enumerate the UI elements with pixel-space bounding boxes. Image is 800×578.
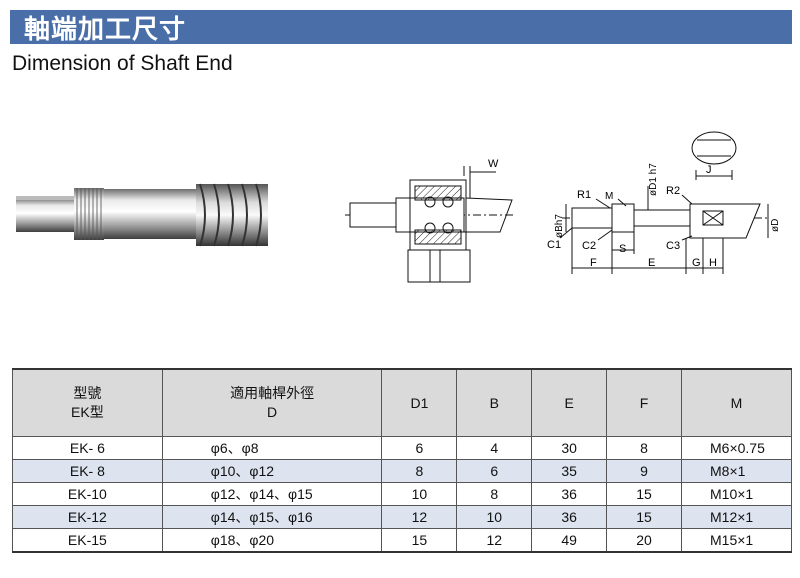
header-d1: D1 <box>381 368 458 437</box>
shaft-photo <box>16 183 268 247</box>
cell-f: 20 <box>606 528 682 553</box>
label-D: øD <box>770 219 781 232</box>
cell-d1: 6 <box>381 436 458 460</box>
cell-shaft: φ6、φ8 <box>161 436 383 460</box>
cell-e: 30 <box>531 436 608 460</box>
cell-model: EK- 6 <box>12 436 163 460</box>
header-f: F <box>606 368 682 437</box>
cell-m: M8×1 <box>681 459 792 483</box>
cell-f: 15 <box>606 505 682 529</box>
label-C1: C1 <box>547 239 561 251</box>
table-row: EK-15 φ18、φ20 15 12 49 20 M15×1 <box>12 528 792 553</box>
label-Bh7: øBh7 <box>554 214 565 238</box>
label-W: W <box>488 158 499 170</box>
cell-shaft: φ14、φ15、φ16 <box>161 505 383 529</box>
header-b: B <box>456 368 533 437</box>
table-row: EK- 6 φ6、φ8 6 4 30 8 M6×0.75 <box>12 436 792 460</box>
cell-shaft: φ18、φ20 <box>161 528 383 553</box>
cell-e: 49 <box>531 528 608 553</box>
label-J: J <box>706 164 712 176</box>
cell-d1: 8 <box>381 459 458 483</box>
cell-b: 12 <box>456 528 533 553</box>
page-subtitle: Dimension of Shaft End <box>12 52 233 75</box>
dimension-drawing <box>559 131 770 274</box>
cell-b: 4 <box>456 436 533 460</box>
label-C2: C2 <box>582 240 596 252</box>
label-E: E <box>648 257 655 269</box>
label-D1: øD1 h7 <box>648 163 659 196</box>
title-bar: 軸端加工尺寸 <box>10 10 792 45</box>
cell-m: M10×1 <box>681 482 792 506</box>
cell-b: 6 <box>456 459 533 483</box>
table-row: EK- 8 φ10、φ12 8 6 35 9 M8×1 <box>12 459 792 483</box>
cell-m: M6×0.75 <box>681 436 792 460</box>
header-m: M <box>681 368 792 437</box>
cell-b: 8 <box>456 482 533 506</box>
cell-m: M12×1 <box>681 505 792 529</box>
label-C3: C3 <box>666 240 680 252</box>
cell-f: 9 <box>606 459 682 483</box>
header-model-code: EK型 <box>71 404 104 420</box>
header-e: E <box>531 368 608 437</box>
header-shaft: 適用軸桿外徑 D <box>161 368 383 437</box>
label-H: H <box>709 257 717 269</box>
label-F: F <box>590 257 597 269</box>
cell-f: 8 <box>606 436 682 460</box>
cell-model: EK- 8 <box>12 459 163 483</box>
label-M: M <box>605 191 613 202</box>
header-model-cn: 型號 <box>73 385 102 401</box>
dimension-table: 型號 EK型 適用軸桿外徑 D D1 B E F M EK- 6 φ6、φ8 6… <box>12 368 792 553</box>
cell-b: 10 <box>456 505 533 529</box>
page-title: 軸端加工尺寸 <box>24 14 187 45</box>
table-row: EK-10 φ12、φ14、φ15 10 8 36 15 M10×1 <box>12 482 792 506</box>
table-row: EK-12 φ14、φ15、φ16 12 10 36 15 M12×1 <box>12 505 792 529</box>
table-header-row: 型號 EK型 適用軸桿外徑 D D1 B E F M <box>12 368 792 437</box>
cell-d1: 12 <box>381 505 458 529</box>
cell-f: 15 <box>606 482 682 506</box>
cell-e: 36 <box>531 505 608 529</box>
label-G: G <box>692 257 701 269</box>
cell-e: 36 <box>531 482 608 506</box>
cell-shaft: φ12、φ14、φ15 <box>161 482 383 506</box>
shaft-end-figure: W J <box>16 131 781 283</box>
cell-model: EK-10 <box>12 482 163 506</box>
header-shaft-sym: D <box>267 404 278 420</box>
cell-m: M15×1 <box>681 528 792 553</box>
label-R2: R2 <box>666 185 680 197</box>
cell-model: EK-15 <box>12 528 163 553</box>
label-R1: R1 <box>577 189 591 201</box>
label-S: S <box>619 243 626 255</box>
cell-model: EK-12 <box>12 505 163 529</box>
header-model: 型號 EK型 <box>12 368 163 437</box>
bearing-assembly-drawing <box>345 166 515 283</box>
cell-d1: 10 <box>381 482 458 506</box>
cell-d1: 15 <box>381 528 458 553</box>
cell-e: 35 <box>531 459 608 483</box>
cell-shaft: φ10、φ12 <box>161 459 383 483</box>
header-shaft-cn: 適用軸桿外徑 <box>230 385 315 401</box>
